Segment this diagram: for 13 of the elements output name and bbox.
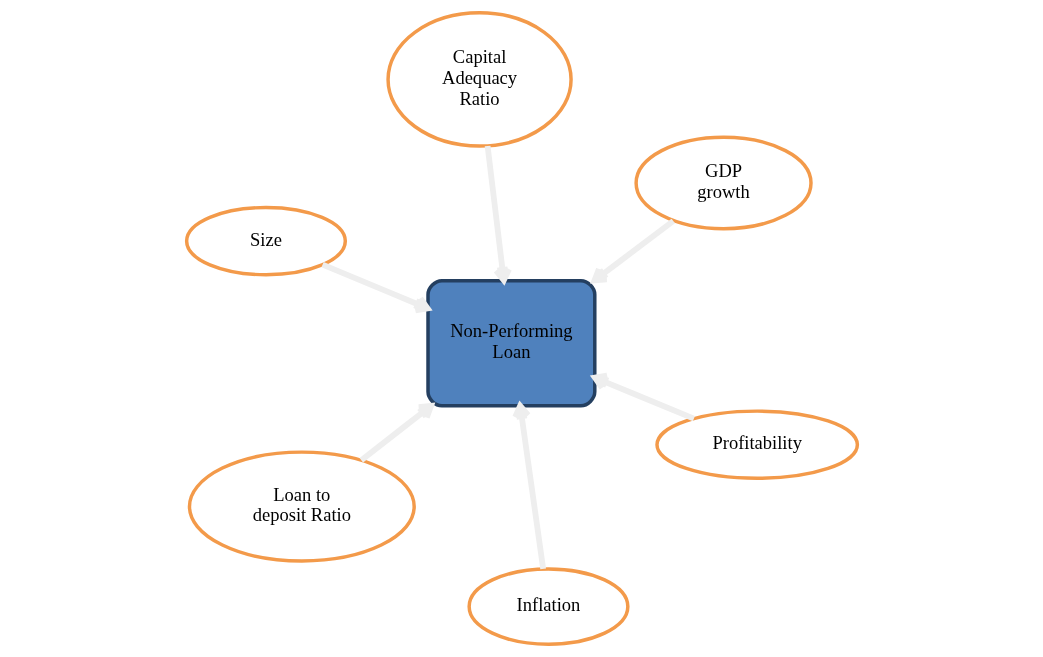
arrow	[359, 402, 434, 463]
node-ellipse: Size	[184, 205, 347, 277]
arrow	[591, 372, 695, 422]
arrow	[591, 218, 675, 284]
node-ellipse: GDP growth	[633, 135, 813, 231]
node-ellipse: Capital Adequacy Ratio	[385, 11, 573, 148]
node-ellipse: Inflation	[466, 567, 630, 646]
node-ellipse: Profitability	[654, 409, 859, 481]
arrow	[511, 402, 546, 570]
arrow	[320, 262, 431, 314]
node-ellipse: Loan to deposit Ratio	[187, 450, 416, 563]
node-box: Non-Performing Loan	[425, 278, 597, 408]
arrow	[484, 145, 512, 284]
